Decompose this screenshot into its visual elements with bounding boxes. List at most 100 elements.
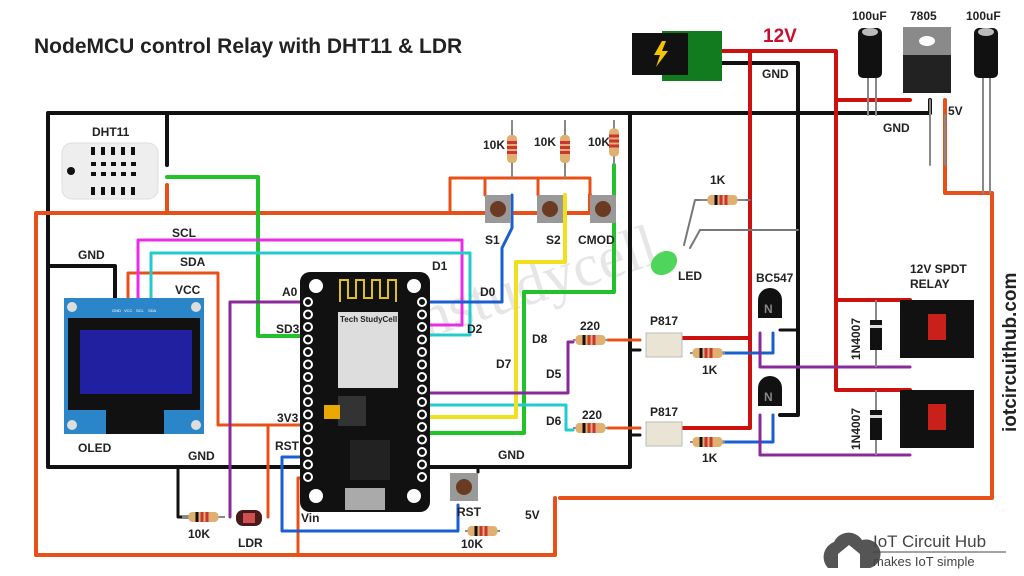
push-switch-3[interactable] <box>590 195 616 223</box>
logo-icon <box>823 532 881 568</box>
switch-s1-label: S1 <box>485 233 500 247</box>
pin-right <box>417 447 427 457</box>
reset-res-label: 10K <box>461 537 483 551</box>
resistor-cmod <box>609 120 619 165</box>
pin-right <box>417 397 427 407</box>
pin-right <box>417 297 427 307</box>
oled-display <box>64 298 204 434</box>
transistor-label: BC547 <box>756 271 794 285</box>
reg-gnd-label: GND <box>883 121 910 135</box>
resistor-1k-opto1 <box>690 348 725 358</box>
pin-right <box>417 472 427 482</box>
push-switch-1[interactable] <box>485 195 511 223</box>
optocoupler-2 <box>645 421 683 447</box>
reg-5v-label: 5V <box>948 104 963 118</box>
module-text: Tech StudyCell <box>340 315 397 324</box>
logo-name: IoT Circuit Hub <box>873 532 986 551</box>
wire-sda <box>149 251 472 337</box>
oled-label: OLED <box>78 441 112 455</box>
push-switch-2[interactable] <box>537 195 563 223</box>
pin-right <box>417 334 427 345</box>
wire-5v-switch <box>448 176 592 215</box>
diode-1-label: 1N4007 <box>849 318 863 360</box>
pin-left <box>303 297 313 307</box>
pin-left <box>303 359 313 370</box>
pin-right <box>417 422 427 432</box>
ldr-label: LDR <box>238 536 263 550</box>
wire-12v-relay <box>834 98 912 392</box>
pin-right <box>417 347 427 357</box>
wire-d0 <box>428 193 514 304</box>
regulator-label: 7805 <box>910 9 937 23</box>
resistor-1k-led <box>700 195 745 205</box>
pin-left <box>303 459 313 470</box>
transistor-2 <box>758 376 782 406</box>
pin-left <box>303 347 313 357</box>
website-vertical: iotcircuithub.com <box>1000 273 1021 432</box>
wire-d6 <box>428 403 575 432</box>
opto-2-in-res: 220 <box>582 408 602 422</box>
resistor-1k-opto2 <box>690 437 725 447</box>
label-a0: A0 <box>282 285 298 299</box>
oled-pin-sda: SDA <box>148 308 157 313</box>
label-d1: D1 <box>432 259 448 273</box>
switch-s2-label: S2 <box>546 233 561 247</box>
cap-left-label: 100uF <box>852 9 887 23</box>
pin-right <box>417 359 427 370</box>
diode-1 <box>870 300 882 367</box>
oled-pin-gnd: GND <box>112 308 121 313</box>
ldr-sensor <box>236 510 262 526</box>
wire-d5 <box>428 340 575 395</box>
switch-s2-res: 10K <box>534 135 556 149</box>
switch-group <box>485 195 616 223</box>
label-d0: D0 <box>480 285 496 299</box>
capacitor-right <box>974 28 998 78</box>
led-label: LED <box>678 269 702 283</box>
logo-tagline: makes IoT simple <box>873 554 975 569</box>
resistor-s1 <box>507 120 517 178</box>
relay-1 <box>900 300 974 358</box>
wire-gnd-oled <box>46 264 117 302</box>
reset-switch-label: RST <box>457 505 482 519</box>
label-vcc: VCC <box>175 283 201 297</box>
ldr-res-label: 10K <box>188 527 210 541</box>
resistor-220-1 <box>573 335 608 345</box>
wires <box>34 49 994 557</box>
wire-opto-t2 <box>718 413 775 444</box>
pin-left <box>303 422 313 432</box>
pin-right <box>417 372 427 382</box>
resistors <box>182 120 745 536</box>
pin-right <box>417 322 427 332</box>
resistor-s2 <box>560 120 570 178</box>
relay-label-2: RELAY <box>910 277 950 291</box>
label-d8: D8 <box>532 332 548 346</box>
reset-switch[interactable] <box>450 473 478 501</box>
wire-gnd-ldr <box>176 465 192 519</box>
pin-left <box>303 447 313 457</box>
pin-left <box>303 372 313 382</box>
label-scl: SCL <box>172 226 196 240</box>
pin-left <box>303 409 313 420</box>
wire-a0 <box>228 300 305 519</box>
relay-label: 12V SPDT <box>910 262 967 276</box>
label-d7: D7 <box>496 357 512 371</box>
label-sd3: SD3 <box>276 322 300 336</box>
pin-left <box>303 434 313 445</box>
resistor-ldr <box>182 512 225 522</box>
label-vin: Vin <box>301 511 319 525</box>
opto-1-label: P817 <box>650 314 678 328</box>
label-gnd-oled: GND <box>78 248 105 262</box>
label-d5: D5 <box>546 367 562 381</box>
pin-right <box>417 309 427 320</box>
opto-1-in-res: 220 <box>580 319 600 333</box>
opto-2-out-res: 1K <box>702 451 718 465</box>
wire-dht-data <box>165 175 305 338</box>
wire-vcc-oled <box>126 271 305 427</box>
nodemcu-board <box>300 272 430 512</box>
wire-d7 <box>428 193 567 419</box>
cap-right-label: 100uF <box>966 9 1001 23</box>
pin-left <box>303 322 313 332</box>
label-d2: D2 <box>467 322 483 336</box>
opto-1-out-res: 1K <box>702 363 718 377</box>
